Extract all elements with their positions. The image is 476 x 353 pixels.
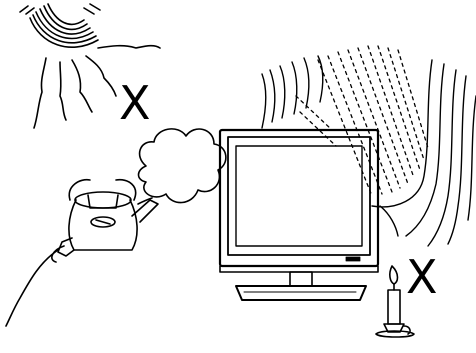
steam-cloud-icon [138,129,226,204]
candle-warning-x: X [406,254,438,300]
kettle-icon [6,180,158,326]
television-icon [220,130,378,300]
sun-warning-x: X [119,80,151,126]
